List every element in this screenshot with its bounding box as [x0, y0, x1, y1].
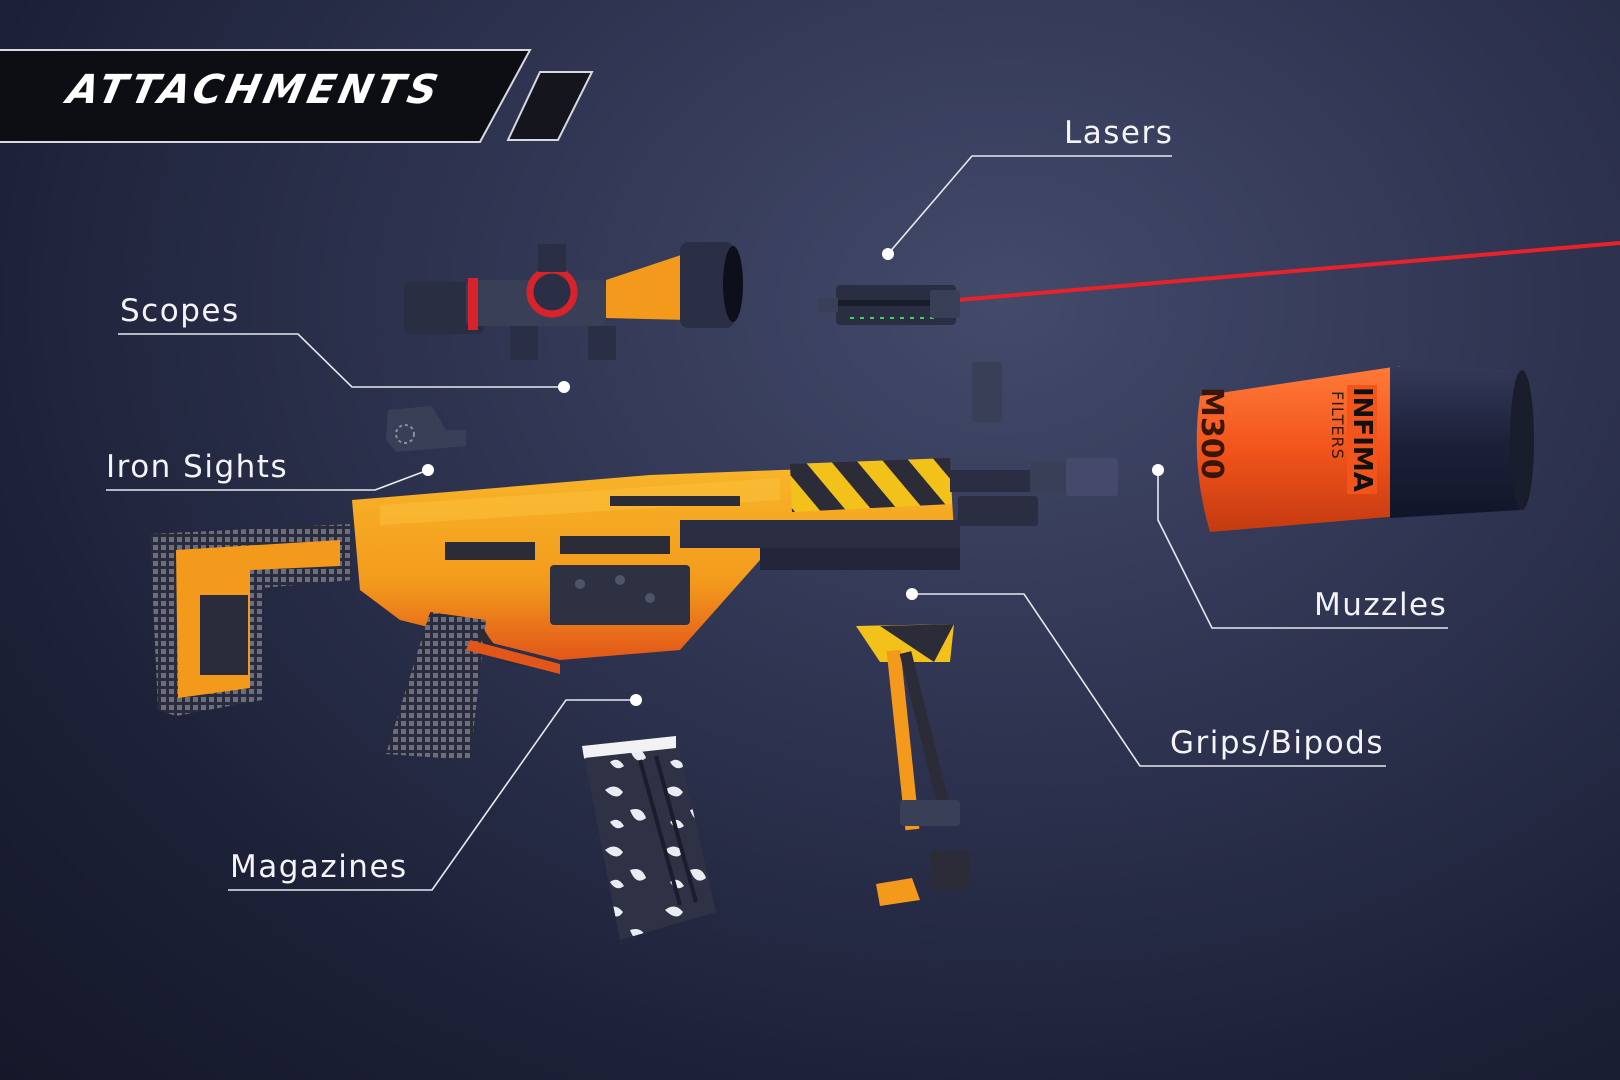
callout-lines [106, 155, 1448, 891]
lasers-leader-line [887, 155, 1172, 255]
laser-beam [957, 241, 1620, 302]
callout-label-muzzles: Muzzles [1314, 587, 1448, 623]
callout-label-iron-sights: Iron Sights [106, 449, 289, 485]
banner-accent-slash [506, 71, 594, 141]
laser-module [818, 285, 960, 325]
filter-brand-name: INFIMA [1347, 385, 1377, 494]
callout-label-grips-bipods: Grips/Bipods [1170, 725, 1385, 761]
grips-leader-line [912, 593, 1386, 767]
scope [404, 242, 743, 360]
filter-model-number: M300 [1194, 387, 1229, 480]
scopes-dot [558, 381, 570, 393]
iron-sights-dot [422, 464, 434, 476]
scopes-leader-line [118, 333, 564, 388]
muzzles-dot [1152, 464, 1164, 476]
callout-label-lasers: Lasers [1064, 115, 1174, 151]
bipod [856, 624, 970, 906]
magazines-leader-line [228, 699, 636, 891]
iron-sights [386, 362, 1002, 452]
callout-dots [422, 248, 1164, 706]
rifle [150, 458, 1118, 760]
lasers-dot [882, 248, 894, 260]
callout-label-magazines: Magazines [230, 849, 408, 885]
muzzles-leader-line [1157, 470, 1448, 629]
title-banner [0, 49, 594, 143]
magazines-dot [630, 694, 642, 706]
callout-label-scopes: Scopes [120, 293, 240, 329]
iron-sights-leader-line [106, 469, 429, 491]
grips-dot [906, 588, 918, 600]
filter-can-branding: INFIMA FILTERS M300 [1194, 385, 1443, 507]
magazine [582, 736, 716, 940]
page-title: ATTACHMENTS [63, 67, 446, 113]
filter-brand-sub: FILTERS [1328, 391, 1347, 460]
